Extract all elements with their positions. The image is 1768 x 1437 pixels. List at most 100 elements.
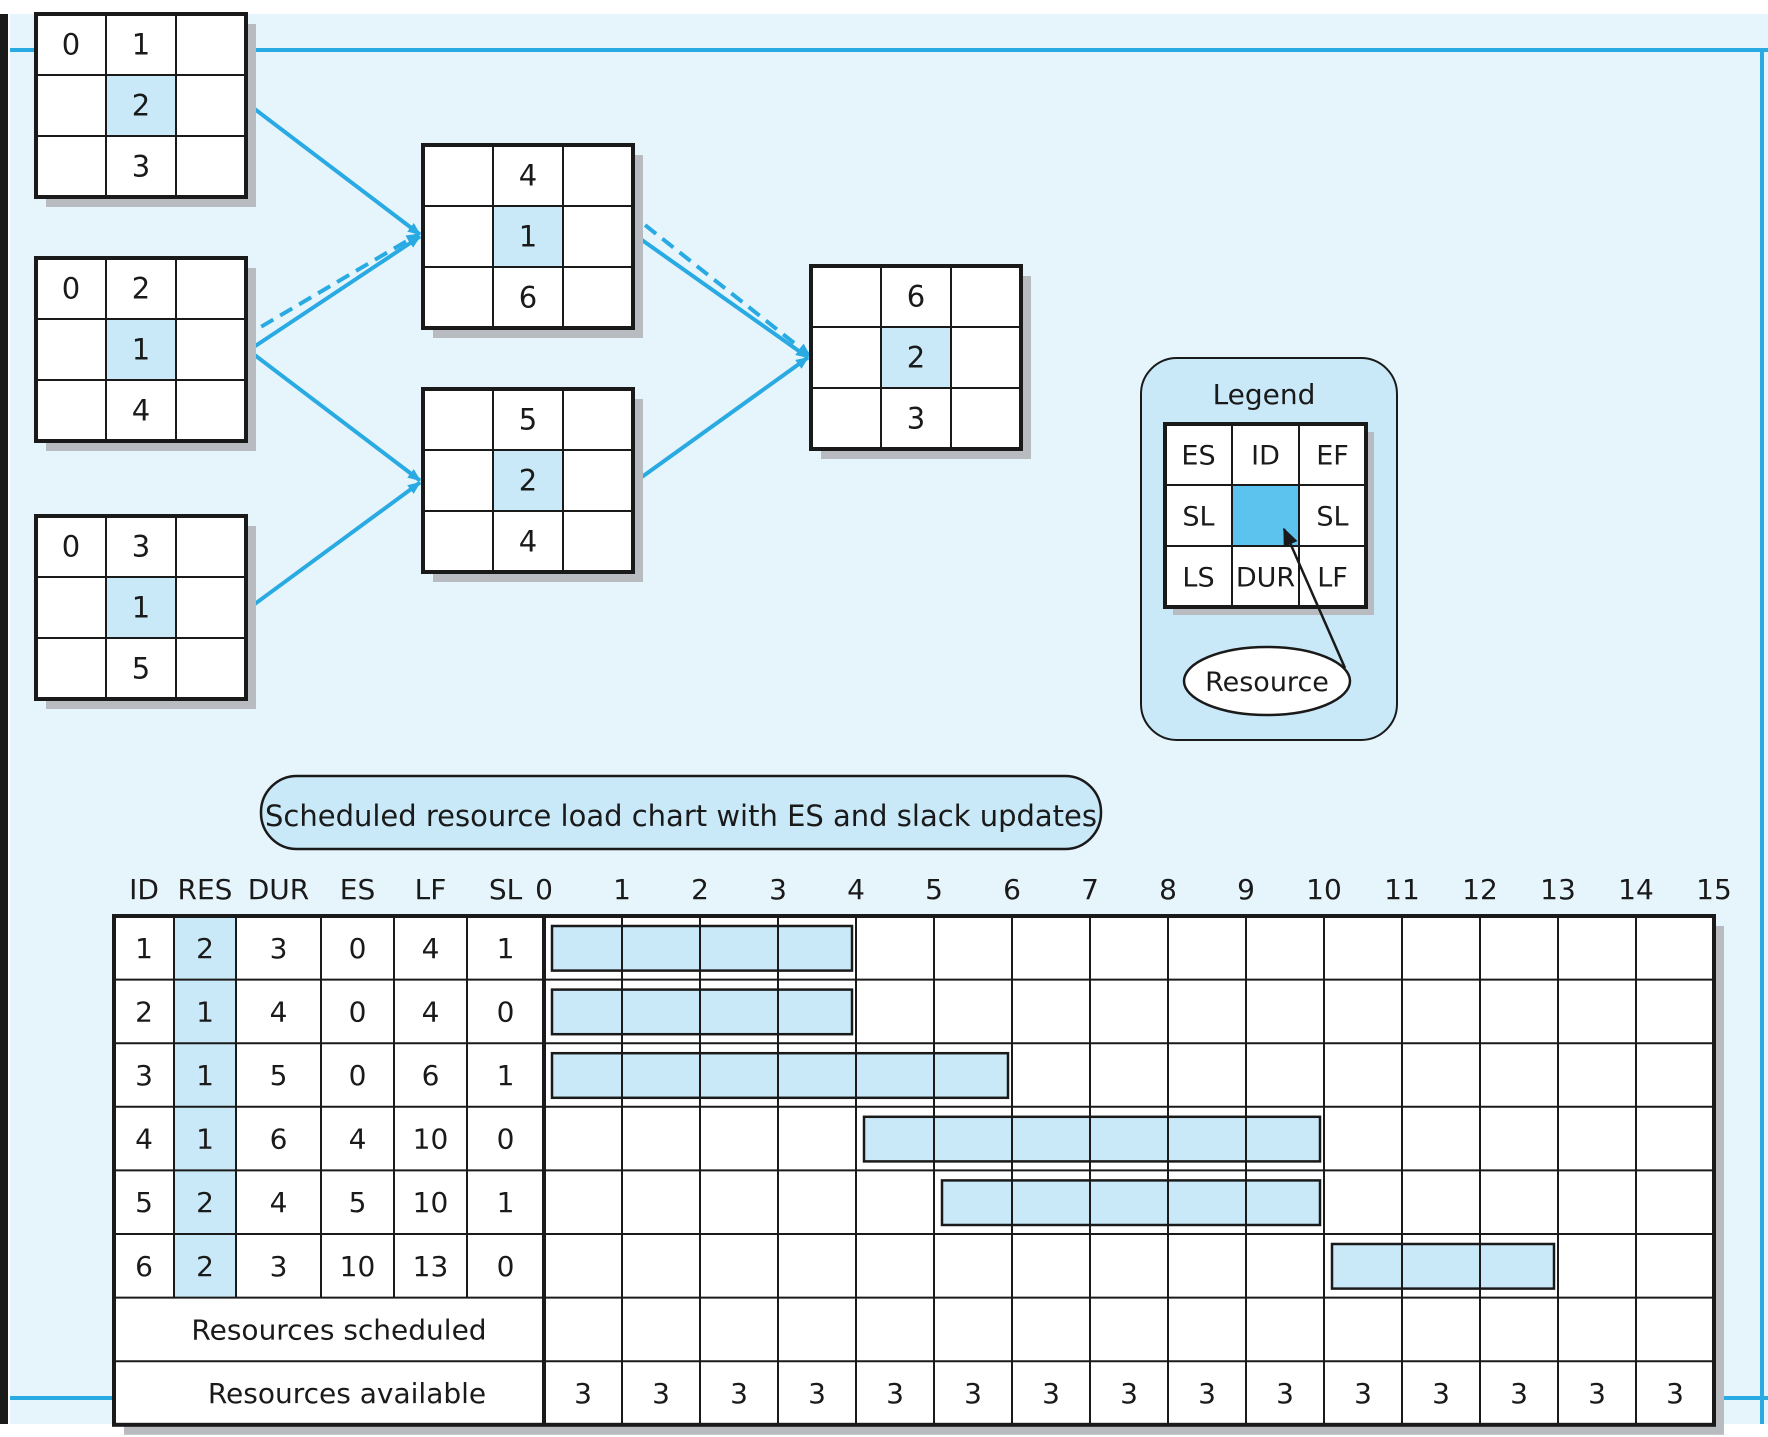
time-label: 8 [1159, 873, 1177, 906]
legend-cell-label: ES [1181, 441, 1215, 472]
cell-es: 4 [349, 1123, 367, 1156]
legend-cell-label: ID [1251, 441, 1280, 472]
activity-bar [862, 1115, 1322, 1163]
node-cell [562, 205, 634, 268]
time-label: 13 [1540, 873, 1576, 906]
time-label: 14 [1618, 873, 1654, 906]
network-edges [241, 103, 811, 610]
node-cell [35, 74, 107, 137]
time-label: 12 [1462, 873, 1498, 906]
table-header: DUR [248, 873, 310, 906]
node-id: 4 [519, 159, 537, 193]
left-edge-bar [0, 14, 8, 1424]
time-label: 1 [613, 873, 631, 906]
node-es: 0 [62, 28, 80, 62]
cell-sl: 0 [497, 995, 515, 1028]
node-cell [880, 326, 952, 389]
node-resource: 1 [132, 591, 150, 625]
table-header: LF [415, 873, 447, 906]
available-value: 3 [964, 1377, 982, 1410]
critical-path-arrow [241, 232, 420, 340]
cell-res: 1 [196, 1123, 214, 1156]
cell-id: 3 [135, 1059, 153, 1092]
available-value: 3 [1354, 1377, 1372, 1410]
dependency-arrow [635, 355, 810, 483]
legend-cell-label: SL [1316, 502, 1348, 533]
cell-dur: 4 [270, 995, 288, 1028]
activity-bar [940, 1179, 1322, 1227]
cell-id: 6 [135, 1250, 153, 1283]
cell-es: 0 [349, 995, 367, 1028]
node-duration: 6 [519, 281, 537, 315]
node-cell [422, 205, 494, 268]
node-duration: 5 [132, 652, 150, 686]
node-cell [810, 326, 882, 389]
node-frame [809, 264, 1023, 451]
legend-cell-label: EF [1316, 441, 1349, 472]
cell-lf: 13 [413, 1250, 449, 1283]
node-cell [562, 449, 634, 512]
node-cell [422, 449, 494, 512]
time-label: 0 [535, 873, 553, 906]
activity-bar [1330, 1242, 1556, 1290]
dependency-arrow [248, 349, 422, 483]
node-cell [880, 387, 952, 450]
node-frame [34, 514, 248, 701]
cell-lf: 4 [422, 995, 440, 1028]
node-id: 5 [519, 403, 537, 437]
legend-cell-label: LS [1182, 563, 1214, 594]
dependency-arrow [248, 103, 422, 237]
cell-es: 0 [349, 932, 367, 965]
cell-id: 2 [135, 995, 153, 1028]
node-cell [950, 326, 1022, 389]
cell-id: 1 [135, 932, 153, 965]
available-value: 3 [1510, 1377, 1528, 1410]
cell-res: 2 [196, 1186, 214, 1219]
node-cell [35, 576, 107, 639]
node-es: 0 [62, 272, 80, 306]
cell-sl: 1 [497, 932, 515, 965]
node-cell [175, 515, 247, 578]
table-header: SL [489, 873, 523, 906]
available-value: 3 [652, 1377, 670, 1410]
node-frame [34, 256, 248, 443]
time-label: 7 [1081, 873, 1099, 906]
available-value: 3 [1588, 1377, 1606, 1410]
node-cell [105, 13, 177, 76]
node-cell [175, 13, 247, 76]
node-resource: 1 [519, 220, 537, 254]
node-cell [35, 318, 107, 381]
table-header: ES [340, 873, 375, 906]
time-label: 5 [925, 873, 943, 906]
node-cell [810, 265, 882, 328]
cell-id: 4 [135, 1123, 153, 1156]
node-cell [810, 387, 882, 450]
legend-grid-frame [1163, 422, 1368, 609]
time-label: 4 [847, 873, 865, 906]
node-resource: 2 [519, 464, 537, 498]
node-cell [175, 637, 247, 700]
available-value: 3 [1042, 1377, 1060, 1410]
node-cell [105, 74, 177, 137]
node-resource: 2 [907, 341, 925, 375]
node-cell [105, 135, 177, 198]
node-cell [562, 266, 634, 329]
node-cell [35, 637, 107, 700]
resources-available-label: Resources available [208, 1377, 486, 1410]
node-cell [105, 576, 177, 639]
legend-cell [1164, 484, 1233, 547]
activity-bar [550, 1051, 1010, 1100]
node-duration: 4 [132, 394, 150, 428]
legend-resource-label: Resource [1205, 667, 1329, 698]
available-value: 3 [1198, 1377, 1216, 1410]
legend-cell-label: LF [1317, 563, 1348, 594]
node-frame [421, 143, 635, 330]
cell-dur: 6 [270, 1123, 288, 1156]
node-cell [175, 74, 247, 137]
node-frame [34, 12, 248, 199]
node-id: 1 [132, 28, 150, 62]
cell-es: 5 [349, 1186, 367, 1219]
cell-sl: 1 [497, 1059, 515, 1092]
node-cell [492, 449, 564, 512]
